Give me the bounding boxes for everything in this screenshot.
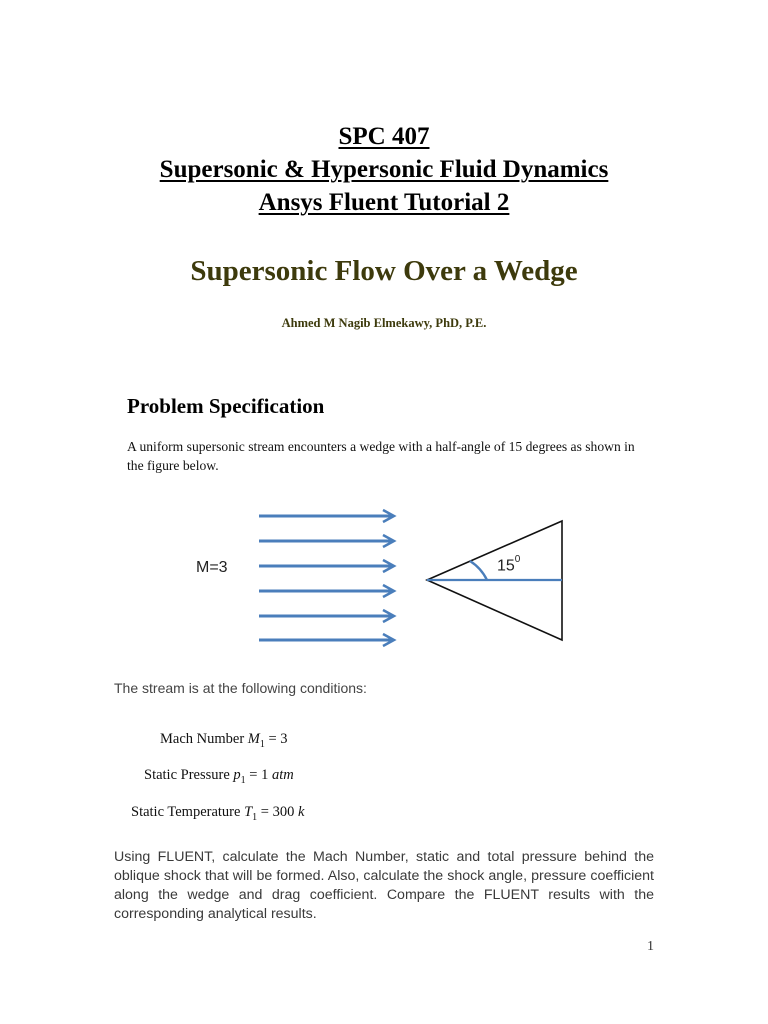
flow-arrows — [259, 508, 397, 648]
condition-label: Mach Number — [160, 731, 248, 747]
wedge-shape — [425, 519, 563, 642]
condition-pressure: Static Pressure p1 = 1 atm — [144, 767, 294, 786]
angle-label: 150 — [497, 554, 521, 575]
condition-unit: k — [297, 804, 305, 820]
condition-symbol: p — [233, 767, 241, 783]
angle-degree-mark: 0 — [514, 554, 521, 565]
problem-intro: A uniform supersonic stream encounters a… — [127, 439, 635, 473]
course-title: Supersonic & Hypersonic Fluid Dynamics — [159, 156, 609, 183]
author-line: Ahmed M Nagib Elmekawy, PhD, P.E. — [281, 316, 487, 330]
mach-label: M=3 — [196, 559, 228, 576]
angle-arc-icon — [469, 559, 489, 581]
condition-subscript: 1 — [259, 738, 265, 750]
condition-value: = 300 — [257, 804, 298, 820]
conditions-intro: The stream is at the following condition… — [114, 680, 367, 696]
condition-subscript: 1 — [240, 774, 246, 786]
condition-label: Static Temperature — [131, 804, 245, 820]
angle-value: 15 — [497, 557, 515, 575]
condition-symbol: T — [244, 804, 253, 820]
page-number: 1 — [647, 939, 654, 954]
section-heading: Problem Specification — [127, 394, 325, 418]
document-title: Supersonic Flow Over a Wedge — [190, 255, 578, 287]
condition-subscript: 1 — [252, 811, 258, 823]
condition-mach: Mach Number M1 = 3 — [160, 731, 288, 750]
course-code: SPC 407 — [338, 123, 430, 150]
condition-temperature: Static Temperature T1 = 300 k — [131, 804, 304, 823]
condition-value: = 1 — [245, 767, 272, 783]
condition-unit: atm — [271, 767, 294, 783]
task-description: Using FLUENT, calculate the Mach Number,… — [114, 849, 654, 922]
condition-symbol: M — [247, 731, 260, 747]
condition-value: = 3 — [264, 731, 288, 747]
condition-label: Static Pressure — [144, 767, 234, 783]
tutorial-title: Ansys Fluent Tutorial 2 — [258, 189, 510, 216]
header-block: SPC 407 Supersonic & Hypersonic Fluid Dy… — [0, 120, 768, 219]
